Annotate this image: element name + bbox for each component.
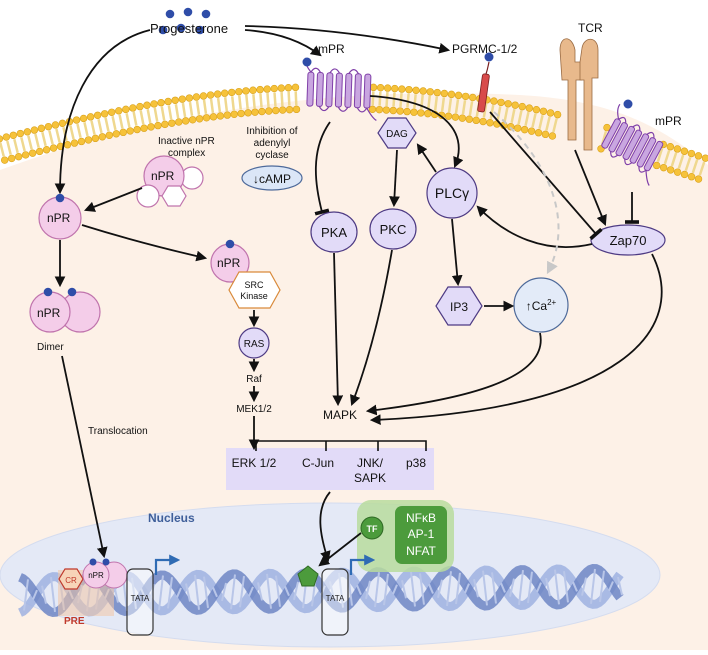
ip3-label: IP3	[450, 300, 468, 314]
cjun-label: C-Jun	[302, 456, 334, 470]
pka-node	[310, 211, 358, 253]
pkc-node	[369, 208, 417, 250]
plc-label: PLCγ	[435, 185, 469, 201]
cell-membrane	[0, 83, 708, 183]
zap70-label: Zap70	[610, 233, 647, 248]
cr-label: CR	[65, 576, 77, 585]
erk-label: ERK 1/2	[232, 456, 277, 470]
src-label-1: SRC	[244, 280, 264, 290]
mpr-right-receptor	[601, 103, 664, 186]
ip3-node	[435, 286, 483, 326]
progesterone-label: Progesterone	[150, 21, 228, 36]
mpr-top-label: mPR	[318, 42, 345, 56]
cr-hexagon	[58, 568, 84, 590]
tf-factors-box	[395, 506, 447, 564]
ap1-label: AP-1	[408, 527, 435, 541]
dag-label: DAG	[386, 129, 408, 140]
dag-node	[377, 117, 417, 149]
ras-node	[238, 327, 270, 359]
mapk-substrate-box	[226, 448, 434, 490]
camp-label: ↓cAMP	[253, 172, 291, 186]
raf-label: Raf	[246, 374, 262, 385]
ras-label: RAS	[244, 339, 265, 350]
tf-label: TF	[367, 524, 378, 534]
nfat-label: NFAT	[406, 544, 436, 558]
dna-npr-ligand-1	[89, 558, 97, 566]
pre-label: PRE	[64, 616, 85, 627]
tata-label-left: TATA	[131, 594, 150, 603]
src-kinase-node	[228, 271, 281, 309]
inactive-complex-label-2: complex	[168, 148, 205, 159]
tf-node	[360, 516, 384, 540]
nfkb-label: NFκB	[406, 511, 436, 525]
npr-src-ligand	[225, 239, 235, 249]
tcr-receptor	[559, 38, 599, 151]
jnk-label-2: SAPK	[354, 471, 386, 485]
inhibition-label-1: Inhibition of	[246, 126, 297, 137]
src-label-2: Kinase	[240, 291, 268, 301]
mpr-right-label: mPR	[655, 114, 682, 128]
inactive-npr-complex	[136, 155, 204, 208]
jnk-label-1: JNK/	[357, 456, 384, 470]
dimer-ligand-2	[67, 287, 77, 297]
transcription-arrow-right	[349, 554, 376, 575]
mpr-right-ligand	[623, 99, 633, 109]
inhibition-label-3: cyclase	[255, 150, 289, 161]
inactive-npr-text: nPR	[151, 169, 175, 183]
tata-box-right	[321, 568, 349, 636]
p38-label: p38	[406, 456, 426, 470]
tf-dna-pentagon	[297, 565, 319, 587]
pathway-arrows	[54, 25, 663, 567]
transcription-arrow-left	[154, 554, 181, 575]
progesterone-molecules	[158, 7, 211, 35]
npr-src-label: nPR	[217, 256, 241, 270]
dimer-label: Dimer	[37, 342, 64, 353]
camp-node	[241, 165, 303, 191]
pkc-label: PKC	[380, 222, 407, 237]
tcr-label: TCR	[578, 21, 603, 35]
tata-box-left	[126, 568, 154, 636]
ca-label: ↑Ca2+	[526, 298, 557, 313]
tata-label-right: TATA	[326, 594, 345, 603]
inhibition-label-2: adenylyl	[254, 138, 291, 149]
inactive-complex-label-1: Inactive nPR	[158, 136, 215, 147]
pka-label: PKA	[321, 225, 347, 240]
npr-free-label: nPR	[47, 211, 71, 225]
mpr-top-ligand	[302, 57, 312, 67]
dna-npr-label: nPR	[88, 571, 104, 580]
mpr-top-receptor	[304, 57, 377, 121]
mek-label: MEK1/2	[236, 404, 272, 415]
dimer-ligand-1	[43, 287, 53, 297]
mapk-label: MAPK	[323, 408, 357, 422]
npr-free-ligand	[55, 193, 65, 203]
translocation-label: Translocation	[88, 426, 148, 437]
pgrmc-label: PGRMC-1/2	[452, 42, 518, 56]
dimer-npr-label: nPR	[37, 306, 61, 320]
dna-npr-ligand-2	[102, 558, 110, 566]
plc-node	[426, 167, 478, 219]
pgrmc-receptor	[477, 52, 494, 113]
nucleus-label: Nucleus	[148, 511, 195, 525]
